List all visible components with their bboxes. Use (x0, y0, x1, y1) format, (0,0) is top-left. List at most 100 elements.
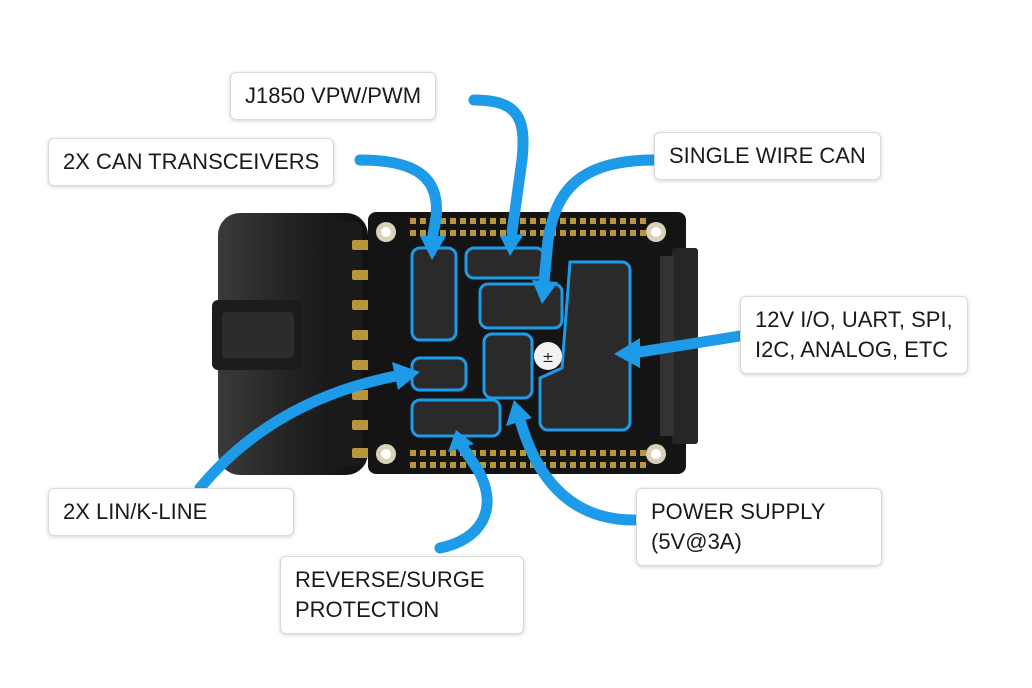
header-pin (540, 230, 546, 236)
header-pin (560, 218, 566, 224)
header-pin (590, 230, 596, 236)
header-pin (560, 462, 566, 468)
header-pin (640, 230, 646, 236)
header-pin (580, 462, 586, 468)
label-protection: REVERSE/SURGE PROTECTION (280, 556, 524, 634)
header-pin (550, 450, 556, 456)
header-pin (500, 450, 506, 456)
header-pin (640, 450, 646, 456)
label-power-line-1: POWER SUPPLY (651, 499, 826, 524)
label-protection-line-2: PROTECTION (295, 597, 440, 622)
header-pin (590, 218, 596, 224)
header-pin (630, 450, 636, 456)
label-lin: 2X LIN/K-LINE (48, 488, 294, 536)
header-pin (450, 450, 456, 456)
header-pin (470, 218, 476, 224)
arrow-power (514, 414, 640, 526)
arrow-j1850 (468, 94, 529, 238)
header-pin (580, 230, 586, 236)
header-pin (560, 450, 566, 456)
header-pin (560, 230, 566, 236)
arrow-lin (194, 370, 402, 494)
header-pin (590, 450, 596, 456)
header-pin (480, 462, 486, 468)
header-pin (460, 218, 466, 224)
header-pins-top (410, 218, 646, 236)
header-pin (610, 462, 616, 468)
header-pin (410, 230, 416, 236)
header-pin (480, 450, 486, 456)
label-power: POWER SUPPLY (5V@3A) (636, 488, 882, 566)
header-pin (570, 230, 576, 236)
header-pin (600, 218, 606, 224)
label-single-wire-can: SINGLE WIRE CAN (654, 132, 881, 180)
header-pin (510, 462, 516, 468)
header-pin (440, 218, 446, 224)
svg-text:±: ± (542, 350, 554, 366)
arrow-protection (434, 440, 493, 554)
header-pin (520, 218, 526, 224)
header-pin (620, 230, 626, 236)
label-io-line-2: I2C, ANALOG, ETC (755, 337, 949, 362)
header-pin (600, 450, 606, 456)
header-pin (440, 462, 446, 468)
header-pin (420, 462, 426, 468)
header-pin (450, 218, 456, 224)
header-pin (610, 230, 616, 236)
header-pin (630, 462, 636, 468)
header-pin (530, 230, 536, 236)
header-pin (450, 230, 456, 236)
label-protection-line-1: REVERSE/SURGE (295, 567, 485, 592)
header-pin (550, 462, 556, 468)
header-pin (410, 218, 416, 224)
header-pin (430, 450, 436, 456)
header-pin (460, 462, 466, 468)
header-pin (520, 450, 526, 456)
header-pin (440, 230, 446, 236)
header-pin (600, 462, 606, 468)
callout-arrows (194, 94, 746, 554)
label-io: 12V I/O, UART, SPI, I2C, ANALOG, ETC (740, 296, 968, 374)
label-power-line-2: (5V@3A) (651, 529, 742, 554)
header-pin (490, 230, 496, 236)
header-pin (640, 462, 646, 468)
label-single-wire-can-line-1: SINGLE WIRE CAN (669, 143, 866, 168)
label-can-transceivers: 2X CAN TRANSCEIVERS (48, 138, 335, 186)
header-pin (630, 218, 636, 224)
arrow-heads (392, 234, 640, 452)
header-pin (610, 450, 616, 456)
header-pin (600, 230, 606, 236)
header-pin (520, 230, 526, 236)
header-pin (620, 218, 626, 224)
header-pin (620, 450, 626, 456)
header-pin (580, 218, 586, 224)
header-pin (450, 462, 456, 468)
label-io-line-1: 12V I/O, UART, SPI, (755, 307, 953, 332)
header-pin (540, 218, 546, 224)
header-pin (570, 462, 576, 468)
label-j1850: J1850 VPW/PWM (230, 72, 437, 120)
header-pin (480, 230, 486, 236)
header-pin (410, 462, 416, 468)
header-pin (530, 218, 536, 224)
header-pin (570, 450, 576, 456)
header-pin (490, 450, 496, 456)
header-pin (620, 462, 626, 468)
arrow-can-transceivers (354, 154, 442, 246)
header-pin (420, 218, 426, 224)
header-pin (430, 462, 436, 468)
obd-connector (212, 213, 368, 475)
header-pin (630, 230, 636, 236)
arrow-io (634, 330, 746, 358)
header-pin (570, 218, 576, 224)
header-pin (490, 218, 496, 224)
header-pin (610, 218, 616, 224)
header-pin (470, 230, 476, 236)
label-j1850-line-1: J1850 VPW/PWM (245, 83, 422, 108)
header-pin (580, 450, 586, 456)
header-pin (480, 218, 486, 224)
header-pin (420, 450, 426, 456)
header-pin (410, 450, 416, 456)
